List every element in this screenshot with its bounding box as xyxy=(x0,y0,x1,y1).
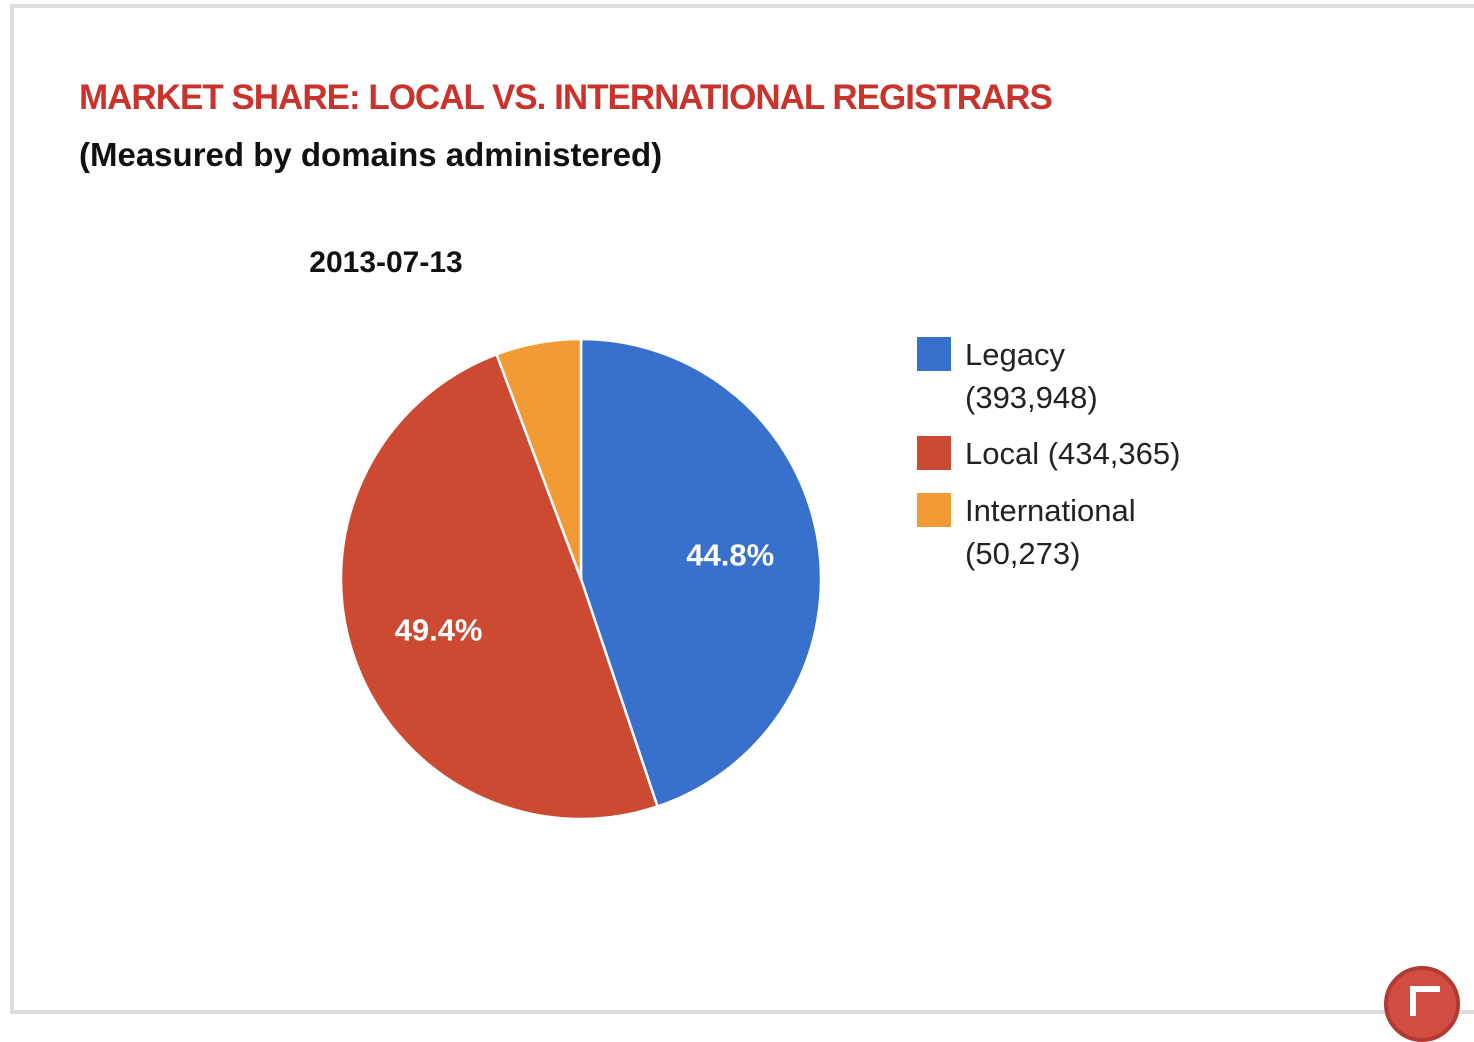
legend-item-international[interactable]: International (50,273) xyxy=(917,493,1136,571)
pie-slice-labels: 44.8% 49.4% xyxy=(395,538,775,648)
slice-label-local: 49.4% xyxy=(395,613,483,648)
legend-label-international: International xyxy=(965,493,1136,528)
slice-label-legacy: 44.8% xyxy=(686,538,774,573)
legend-item-local[interactable]: Local (434,365) xyxy=(917,436,1180,471)
legend-value-international: (50,273) xyxy=(965,536,1080,571)
expand-icon[interactable] xyxy=(1384,966,1460,1042)
legend-swatch-local xyxy=(917,436,951,470)
chart-title: MARKET SHARE: LOCAL VS. INTERNATIONAL RE… xyxy=(79,78,1053,117)
legend-label-local: Local (434,365) xyxy=(965,436,1180,471)
legend: Legacy (393,948) Local (434,365) Internatio… xyxy=(917,337,1180,571)
pie-slice-international[interactable] xyxy=(495,337,583,581)
pie-slice-local[interactable] xyxy=(339,353,659,821)
expand-glyph xyxy=(1410,986,1440,1016)
legend-swatch-legacy xyxy=(917,337,951,371)
legend-swatch-international xyxy=(917,493,951,527)
legend-item-legacy[interactable]: Legacy (393,948) xyxy=(917,337,1098,415)
pie-slice-legacy[interactable] xyxy=(579,337,823,808)
pie-chart: 2013-07-13 44.8% 49.4% Legacy (393,948) Loc… xyxy=(309,246,1180,821)
chart-subtitle: (Measured by domains administered) xyxy=(79,136,663,173)
legend-value-legacy: (393,948) xyxy=(965,380,1098,415)
legend-label-legacy: Legacy xyxy=(965,337,1065,372)
chart-date-heading: 2013-07-13 xyxy=(309,246,462,279)
pie-slices xyxy=(339,337,823,821)
